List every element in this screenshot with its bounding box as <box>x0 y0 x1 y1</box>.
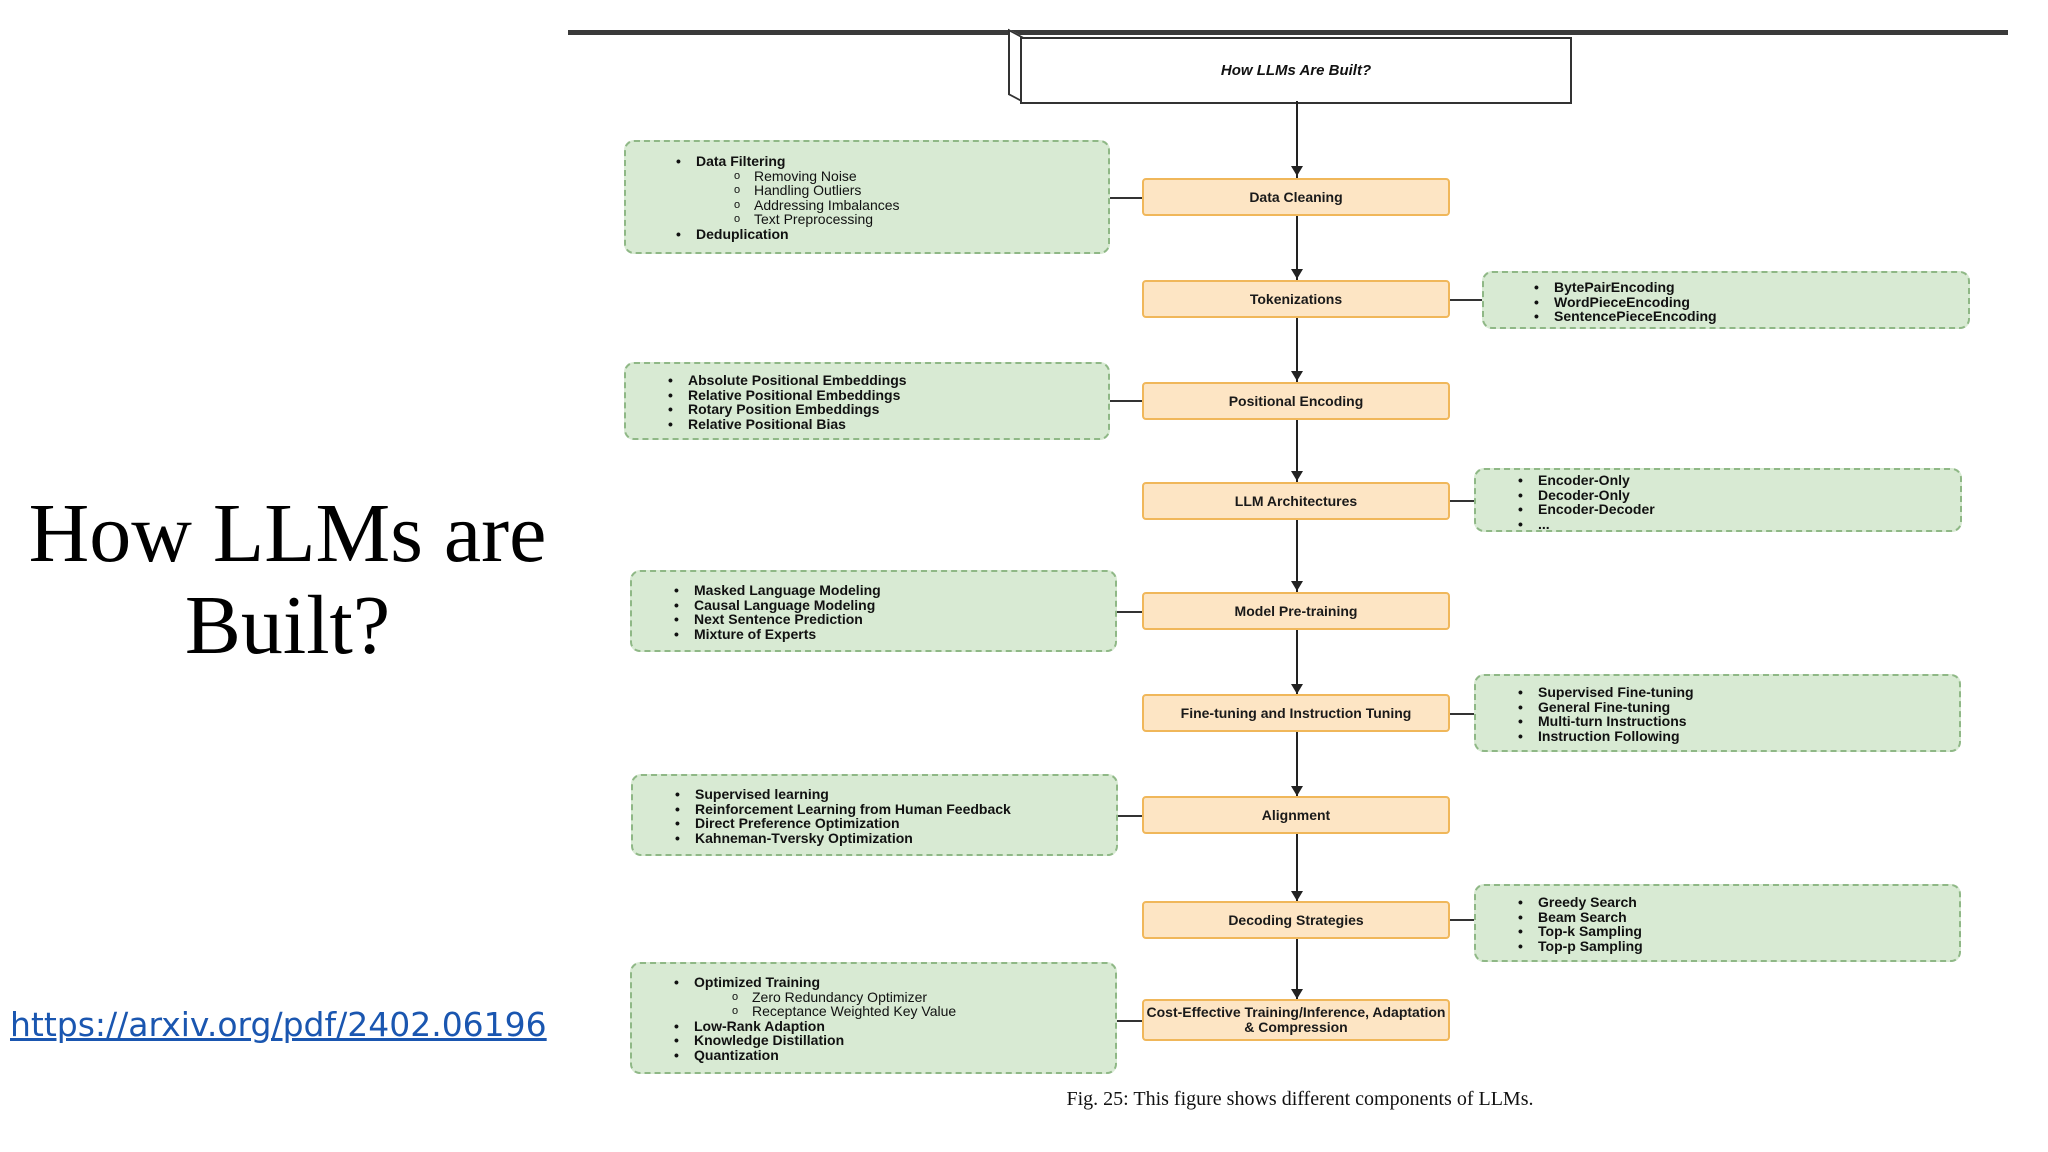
step-cost-effective: Cost-Effective Training/Inference, Adapt… <box>1142 999 1450 1041</box>
list-item: Top-p Sampling <box>1516 938 1959 954</box>
list-item: Handling Outliers <box>674 183 1108 198</box>
list-item: Low-Rank Adaption <box>672 1018 1115 1034</box>
arxiv-link[interactable]: https://arxiv.org/pdf/2402.06196 <box>10 1005 547 1044</box>
list-item: Text Preprocessing <box>674 212 1108 227</box>
list-item: BytePairEncoding <box>1532 280 1968 295</box>
connector <box>1110 197 1142 199</box>
step-alignment: Alignment <box>1142 796 1450 834</box>
arrow-icon <box>1291 786 1303 796</box>
group-llm-architectures: Encoder-Only Decoder-Only Encoder-Decode… <box>1474 468 1962 532</box>
group-positional-encoding: Absolute Positional Embeddings Relative … <box>624 362 1110 440</box>
list-item: Mixture of Experts <box>672 626 1115 642</box>
step-data-cleaning: Data Cleaning <box>1142 178 1450 216</box>
list-item: Relative Positional Embeddings <box>666 387 1108 403</box>
list-item: Encoder-Only <box>1516 473 1960 488</box>
step-fine-tuning: Fine-tuning and Instruction Tuning <box>1142 694 1450 732</box>
list-item: Relative Positional Bias <box>666 416 1108 432</box>
group-fine-tuning: Supervised Fine-tuning General Fine-tuni… <box>1474 674 1961 752</box>
arrow-icon <box>1291 269 1303 279</box>
list-item: Instruction Following <box>1516 728 1959 744</box>
figure-title: How LLMs Are Built? <box>1020 37 1572 104</box>
list-item: Supervised learning <box>673 787 1116 802</box>
group-data-cleaning: Data Filtering Removing Noise Handling O… <box>624 140 1110 254</box>
connector <box>1117 1020 1142 1022</box>
arrow-icon <box>1291 471 1303 481</box>
list-item: Quantization <box>672 1047 1115 1063</box>
arrow-icon <box>1291 371 1303 381</box>
list-item: Addressing Imbalances <box>674 197 1108 213</box>
step-model-pretraining: Model Pre-training <box>1142 592 1450 630</box>
connector <box>1450 919 1474 921</box>
arrow-icon <box>1291 989 1303 999</box>
step-llm-architectures: LLM Architectures <box>1142 482 1450 520</box>
list-item: Masked Language Modeling <box>672 583 1115 598</box>
figure-top-rule <box>568 30 2008 35</box>
list-item: Greedy Search <box>1516 895 1959 910</box>
group-decoding-strategies: Greedy Search Beam Search Top-k Sampling… <box>1474 884 1961 962</box>
list-item: WordPieceEncoding <box>1532 294 1968 310</box>
list-item: Receptance Weighted Key Value <box>672 1004 1115 1019</box>
step-tokenizations: Tokenizations <box>1142 280 1450 318</box>
figure-caption: Fig. 25: This figure shows different com… <box>1066 1088 1534 1110</box>
list-item: ... <box>1516 516 1960 532</box>
arrow-icon <box>1291 891 1303 901</box>
list-item: Removing Noise <box>674 168 1108 184</box>
list-item: Beam Search <box>1516 909 1959 925</box>
list-item: Top-k Sampling <box>1516 924 1959 939</box>
list-item: Deduplication <box>674 226 1108 242</box>
connector <box>1450 500 1474 502</box>
list-item: Next Sentence Prediction <box>672 612 1115 627</box>
group-tokenizations: BytePairEncoding WordPieceEncoding Sente… <box>1482 271 1970 329</box>
group-alignment: Supervised learning Reinforcement Learni… <box>631 774 1118 856</box>
list-item: General Fine-tuning <box>1516 699 1959 715</box>
list-item: Optimized Training <box>672 975 1115 990</box>
connector <box>1450 713 1474 715</box>
list-item: Rotary Position Embeddings <box>666 402 1108 417</box>
list-item: Zero Redundancy Optimizer <box>672 989 1115 1005</box>
arrow-icon <box>1291 166 1303 176</box>
step-positional-encoding: Positional Encoding <box>1142 382 1450 420</box>
list-item: Supervised Fine-tuning <box>1516 685 1959 700</box>
connector <box>1118 815 1142 817</box>
list-item: Multi-turn Instructions <box>1516 714 1959 729</box>
list-item: Reinforcement Learning from Human Feedba… <box>673 801 1116 817</box>
list-item: Kahneman-Tversky Optimization <box>673 830 1116 846</box>
arrow-icon <box>1291 684 1303 694</box>
group-model-pretraining: Masked Language Modeling Causal Language… <box>630 570 1117 652</box>
slide-title: How LLMs are Built? <box>28 487 547 672</box>
list-item: Absolute Positional Embeddings <box>666 373 1108 388</box>
group-cost-effective: Optimized Training Zero Redundancy Optim… <box>630 962 1117 1074</box>
step-decoding-strategies: Decoding Strategies <box>1142 901 1450 939</box>
arrow-icon <box>1291 581 1303 591</box>
flow-line <box>1296 101 1298 999</box>
connector <box>1110 400 1142 402</box>
connector <box>1117 611 1142 613</box>
list-item: SentencePieceEncoding <box>1532 309 1968 324</box>
list-item: Direct Preference Optimization <box>673 816 1116 831</box>
list-item: Encoder-Decoder <box>1516 502 1960 517</box>
list-item: Data Filtering <box>674 154 1108 169</box>
connector <box>1450 299 1482 301</box>
list-item: Causal Language Modeling <box>672 597 1115 613</box>
list-item: Knowledge Distillation <box>672 1033 1115 1048</box>
list-item: Decoder-Only <box>1516 487 1960 503</box>
